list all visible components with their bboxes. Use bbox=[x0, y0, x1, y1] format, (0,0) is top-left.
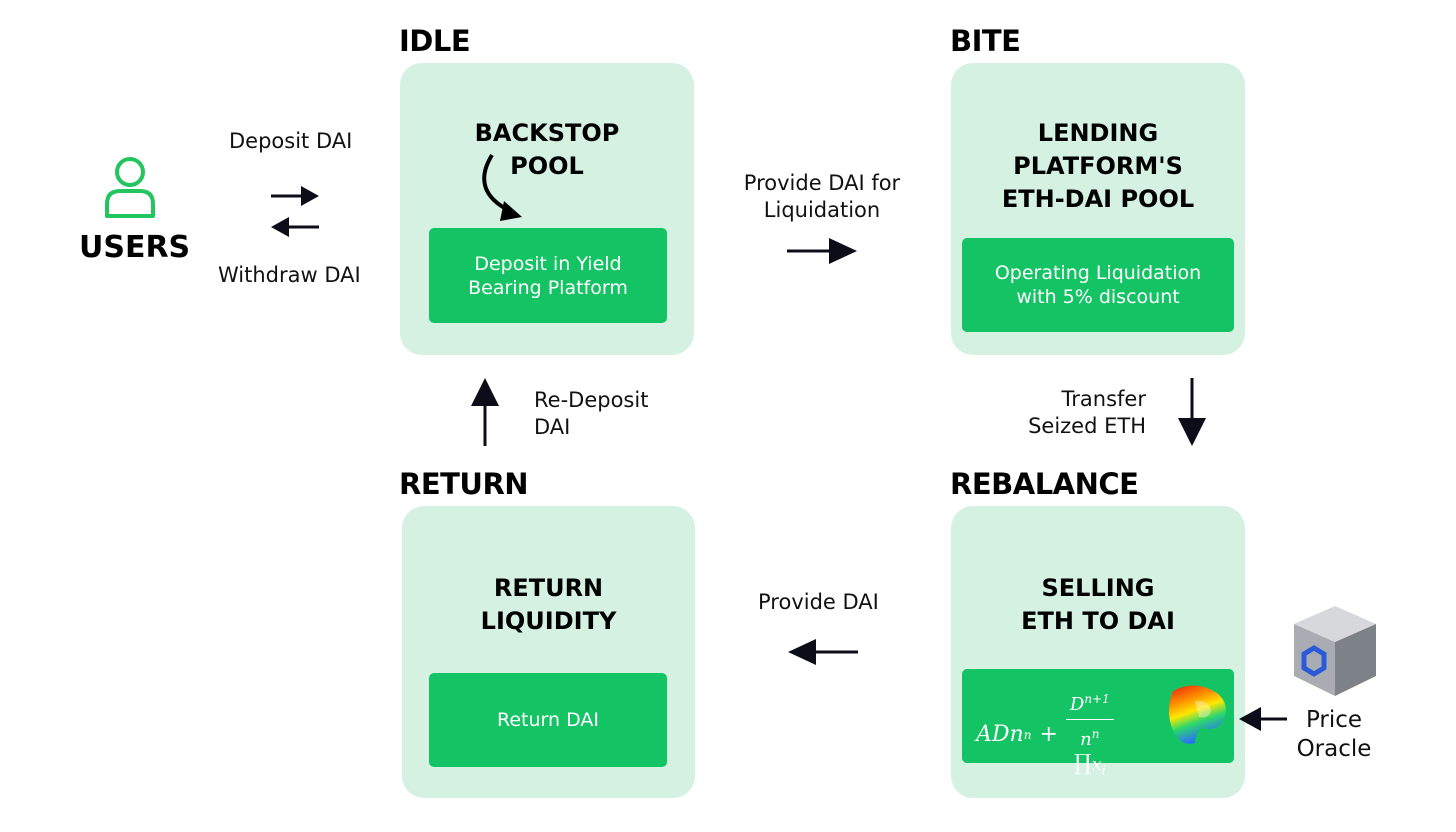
return-liquidity-title: RETURN LIQUIDITY bbox=[480, 574, 617, 635]
operating-liquidation-box: Operating Liquidation with 5% discount bbox=[962, 238, 1234, 332]
curve-logo-icon bbox=[1169, 685, 1226, 744]
transfer-seized-label: Transfer Seized ETH bbox=[1028, 387, 1146, 438]
formula-num-exp: n+1 bbox=[1084, 692, 1110, 706]
provide-liquidation-label: Provide DAI for Liquidation bbox=[743, 171, 901, 222]
formula-fraction: Dn+1 nn ∏xi bbox=[1065, 687, 1114, 783]
up-arrow-to-idle bbox=[471, 378, 499, 446]
selling-title: SELLING ETH TO DAI bbox=[1021, 574, 1175, 635]
stage-label-bite: BITE bbox=[950, 24, 1021, 58]
deposit-arrow bbox=[271, 186, 319, 206]
stage-label-idle: IDLE bbox=[399, 24, 471, 58]
withdraw-dai-label: Withdraw DAI bbox=[218, 263, 361, 287]
formula-var-sub: i bbox=[1101, 763, 1106, 778]
deposit-yield-box: Deposit in Yield Bearing Platform bbox=[429, 228, 667, 323]
provide-dai-label: Provide DAI bbox=[758, 590, 879, 614]
backstop-pool-title: BACKSTOP POOL bbox=[474, 119, 620, 180]
formula-var: x bbox=[1091, 754, 1102, 775]
oracle-arrow bbox=[1239, 707, 1287, 731]
chainlink-cube-icon bbox=[1294, 606, 1376, 696]
formula-den-a: n bbox=[1080, 729, 1092, 750]
backstop-pool-panel: BACKSTOP POOL Deposit in Yield Bearing P… bbox=[400, 63, 694, 355]
formula-base: ADn bbox=[976, 721, 1024, 747]
curved-arrow-icon bbox=[482, 153, 522, 221]
formula-den-a-exp: n bbox=[1091, 727, 1100, 741]
formula-prod: ∏ bbox=[1074, 751, 1092, 776]
return-dai-box: Return DAI bbox=[429, 673, 667, 767]
redeposit-label: Re-Deposit DAI bbox=[534, 388, 649, 439]
left-arrow-to-return bbox=[788, 639, 858, 665]
stage-label-return: RETURN bbox=[399, 467, 529, 501]
return-liquidity-panel: RETURN LIQUIDITY Return DAI bbox=[402, 506, 695, 798]
formula-base-exp: n bbox=[1023, 727, 1032, 742]
lending-pool-panel: LENDING PLATFORM'S ETH-DAI POOL Operatin… bbox=[951, 63, 1245, 355]
stage-label-rebalance: REBALANCE bbox=[950, 467, 1139, 501]
price-oracle-label: Price Oracle bbox=[1296, 707, 1372, 762]
formula-plus: + bbox=[1039, 721, 1058, 747]
down-arrow-to-rebalance bbox=[1178, 378, 1206, 446]
user-icon bbox=[105, 157, 155, 218]
lending-pool-title: LENDING PLATFORM'S ETH-DAI POOL bbox=[1001, 119, 1195, 213]
users-label: USERS bbox=[79, 230, 191, 265]
formula-num: D bbox=[1069, 694, 1085, 715]
right-arrow-to-bite bbox=[787, 238, 857, 264]
deposit-dai-label: Deposit DAI bbox=[229, 129, 353, 153]
withdraw-arrow bbox=[271, 217, 319, 237]
